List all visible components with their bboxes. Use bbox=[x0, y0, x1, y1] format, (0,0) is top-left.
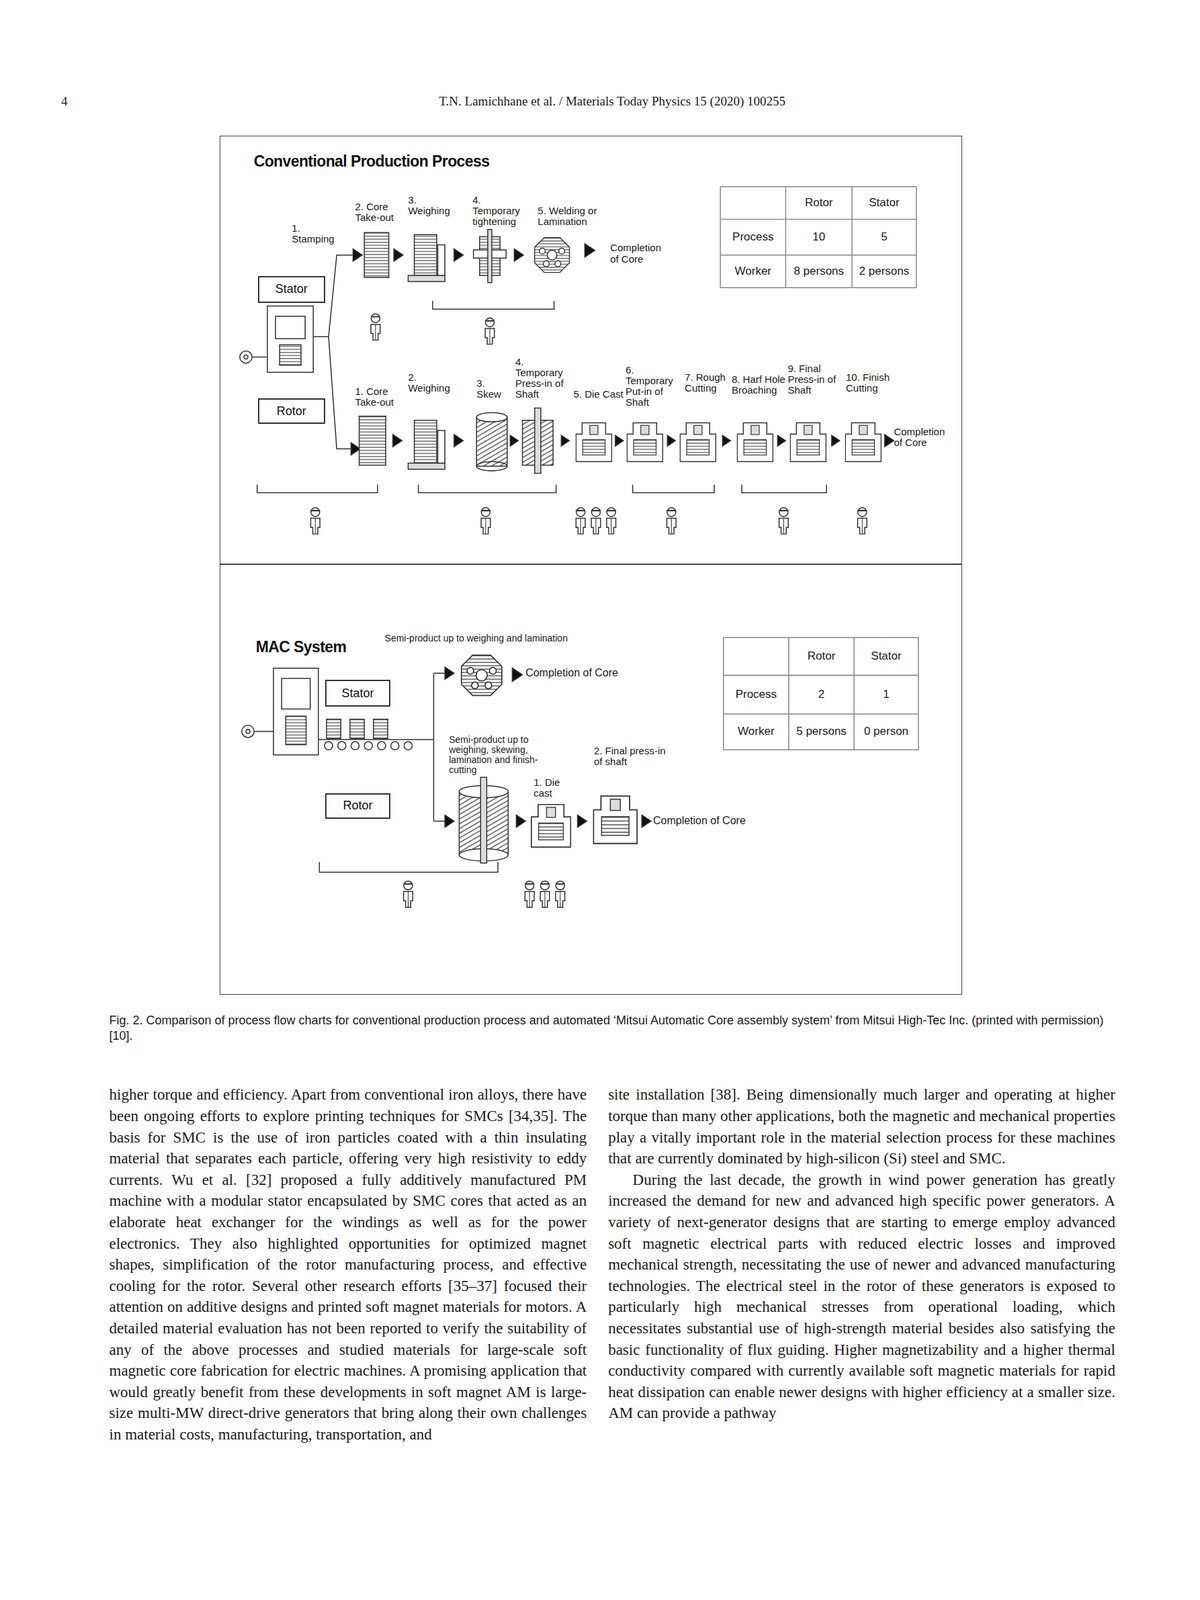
step-label: Completion of Core bbox=[525, 667, 658, 679]
step-label: Semi-product up to weighing and laminati… bbox=[384, 633, 692, 644]
step-label: Completion of Core bbox=[653, 815, 786, 827]
process-box: Stator bbox=[325, 679, 391, 707]
table-cell: 1 bbox=[853, 675, 919, 715]
table-cell: 10 bbox=[785, 219, 852, 256]
table-cell: Stator bbox=[851, 186, 917, 220]
step-label: Completion of Core bbox=[610, 242, 672, 265]
step-label: Semi-product up to weighing, skewing, la… bbox=[448, 735, 546, 776]
step-label: 10. Finish Cutting bbox=[845, 372, 895, 394]
step-label: 1. Stamping bbox=[291, 223, 337, 245]
step-label: 7. Rough Cutting bbox=[684, 372, 730, 394]
table-cell: 0 person bbox=[853, 714, 919, 750]
table-cell: Stator bbox=[853, 637, 919, 676]
step-label: Completion of Core bbox=[893, 426, 955, 449]
step-label: 5. Welding or Lamination bbox=[537, 205, 605, 228]
table-cell: Process bbox=[723, 675, 789, 715]
step-label: 2. Core Take-out bbox=[355, 201, 402, 224]
table-cell: Process bbox=[720, 219, 786, 256]
body-paragraph: higher torque and efficiency. Apart from… bbox=[109, 1084, 588, 1446]
body-paragraph: site installation [38]. Being dimensiona… bbox=[608, 1084, 1116, 1170]
step-label: 1. Die cast bbox=[533, 777, 577, 799]
table-cell: 2 bbox=[788, 675, 854, 715]
table-cell: 5 persons bbox=[788, 714, 854, 750]
body-paragraph: During the last decade, the growth in wi… bbox=[608, 1169, 1116, 1425]
step-label: 2. Weighing bbox=[407, 372, 454, 394]
step-label: 3. Weighing bbox=[407, 194, 454, 217]
step-label: 6. Temporary Put-in of Shaft bbox=[625, 364, 683, 409]
table-cell: Worker bbox=[723, 714, 789, 750]
table-cell: 8 persons bbox=[785, 255, 852, 289]
step-label: 9. Final Press-in of Shaft bbox=[787, 363, 843, 397]
table-cell: Rotor bbox=[788, 637, 854, 676]
panel-heading: Conventional Production Process bbox=[253, 152, 490, 171]
table-cell: 5 bbox=[851, 219, 917, 256]
step-label: 2. Final press-in of shaft bbox=[593, 745, 671, 768]
page-header: T.N. Lamichhane et al. / Materials Today… bbox=[109, 94, 1116, 109]
step-label: 1. Core Take-out bbox=[355, 386, 399, 408]
box-label: Stator bbox=[341, 686, 375, 701]
step-label: 8. Harf Hole Broaching bbox=[731, 374, 787, 396]
process-box: Rotor bbox=[325, 793, 391, 820]
figure-caption: Fig. 2. Comparison of process flow chart… bbox=[109, 1013, 1116, 1045]
panel-heading: MAC System bbox=[255, 638, 347, 657]
box-label: Stator bbox=[275, 282, 308, 297]
page-header: 4 bbox=[61, 94, 103, 109]
box-label: Rotor bbox=[276, 404, 307, 419]
step-label: 4. Temporary Press-in of Shaft bbox=[515, 356, 573, 401]
table-cell: Rotor bbox=[785, 186, 852, 220]
step-label: 4. Temporary tightening bbox=[472, 194, 529, 228]
step-label: 5. Die Cast bbox=[573, 389, 625, 400]
process-box: Stator bbox=[258, 276, 326, 303]
step-label: 3. Skew bbox=[476, 378, 510, 400]
process-panel: Conventional Production ProcessStatorRot… bbox=[219, 135, 963, 565]
table-cell: Worker bbox=[720, 255, 786, 289]
process-box: Rotor bbox=[258, 398, 326, 424]
table-cell: 2 persons bbox=[851, 255, 917, 289]
process-panel: MAC SystemStatorRotor bbox=[219, 564, 963, 996]
box-label: Rotor bbox=[343, 798, 373, 813]
